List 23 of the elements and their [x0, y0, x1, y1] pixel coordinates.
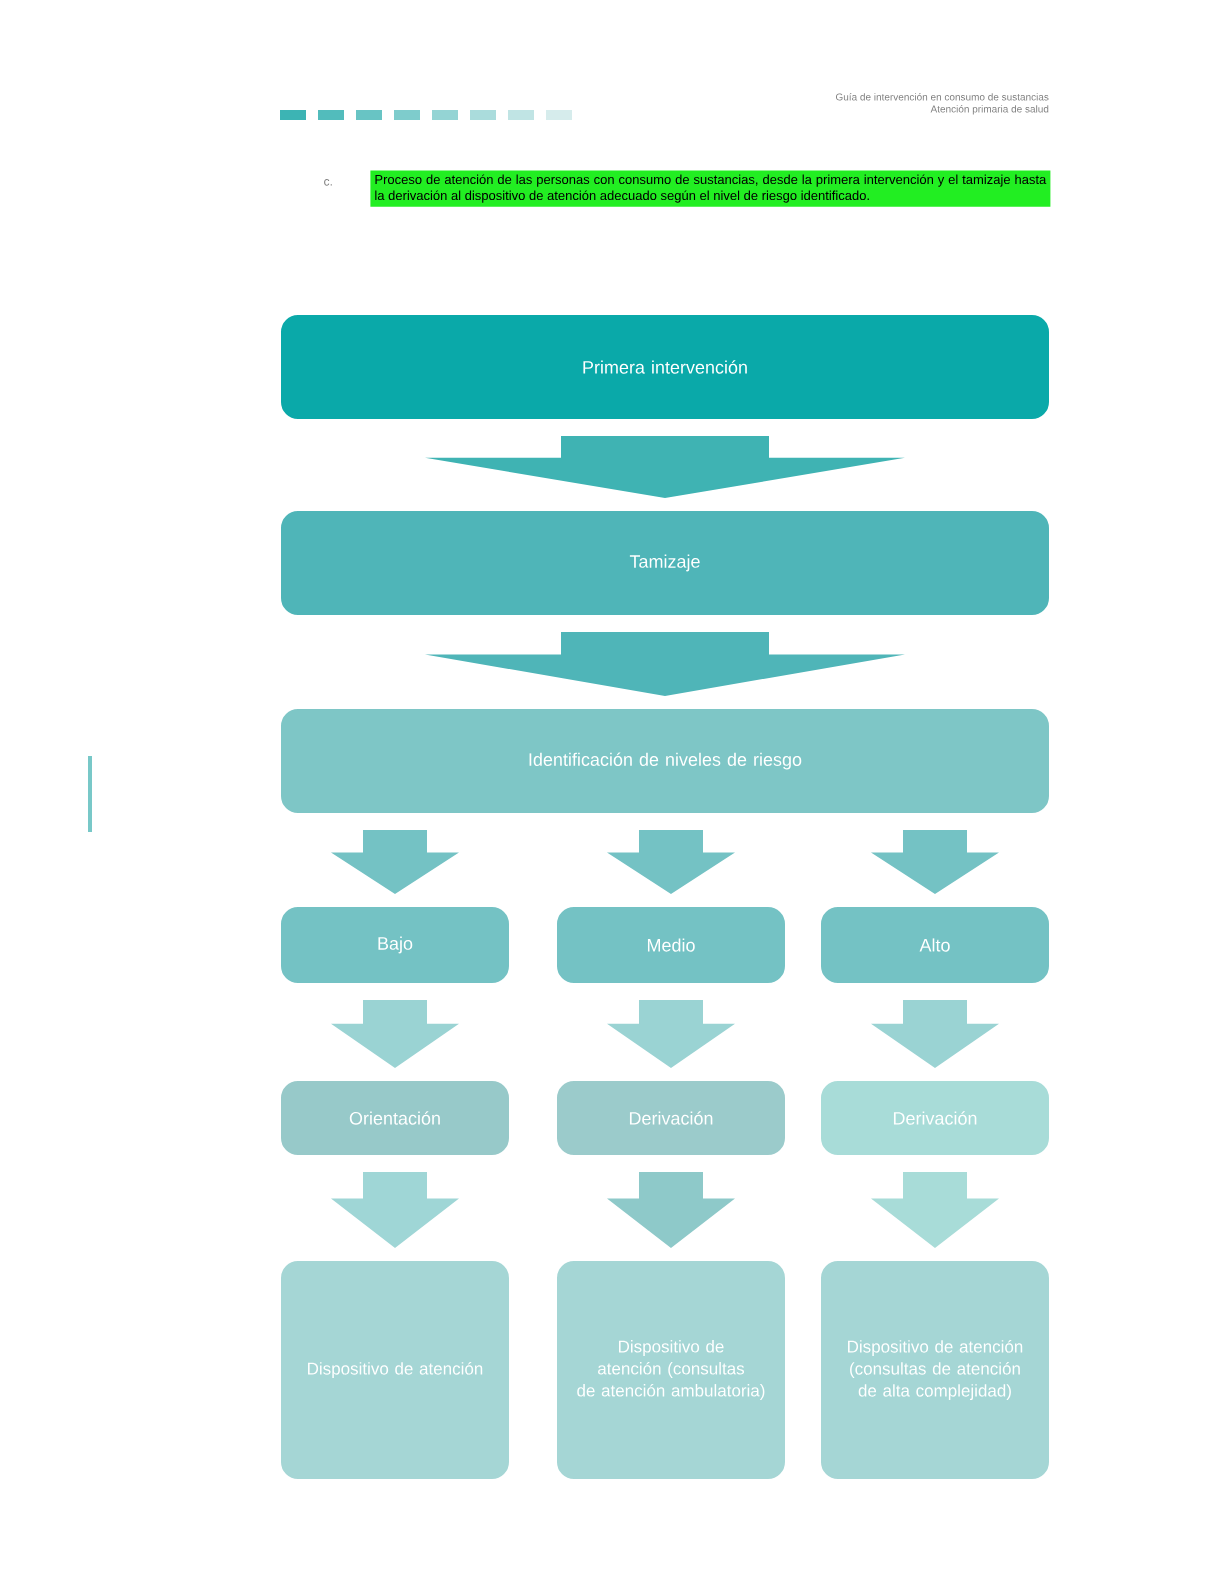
block-arrow — [871, 1172, 999, 1248]
process-box: Identificación de niveles de riesgo — [279, 707, 1051, 815]
block-arrow — [331, 830, 459, 894]
block-arrow — [871, 1000, 999, 1068]
block-arrow — [425, 436, 905, 498]
block-arrow — [425, 632, 905, 696]
block-arrow — [607, 1172, 735, 1248]
block-arrow — [871, 830, 999, 894]
block-arrow — [331, 1000, 459, 1068]
process-box: Dispositivo de atención — [279, 1259, 511, 1481]
process-box: Derivación — [555, 1079, 787, 1157]
block-arrow — [607, 830, 735, 894]
process-box: Derivación — [819, 1079, 1051, 1157]
process-box: Alto — [819, 905, 1051, 985]
process-box: Tamizaje — [279, 509, 1051, 617]
block-arrow — [607, 1000, 735, 1068]
process-box: Bajo — [279, 905, 511, 985]
block-arrow — [331, 1172, 459, 1248]
process-box: Dispositivo de atención (consultas de atención de alta complejidad) — [819, 1259, 1051, 1481]
process-box: Medio — [555, 905, 787, 985]
process-box: Dispositivo de atención (consultas de atención ambulatoria) — [555, 1259, 787, 1481]
process-box: Primera intervención — [279, 313, 1051, 421]
process-box: Orientación — [279, 1079, 511, 1157]
